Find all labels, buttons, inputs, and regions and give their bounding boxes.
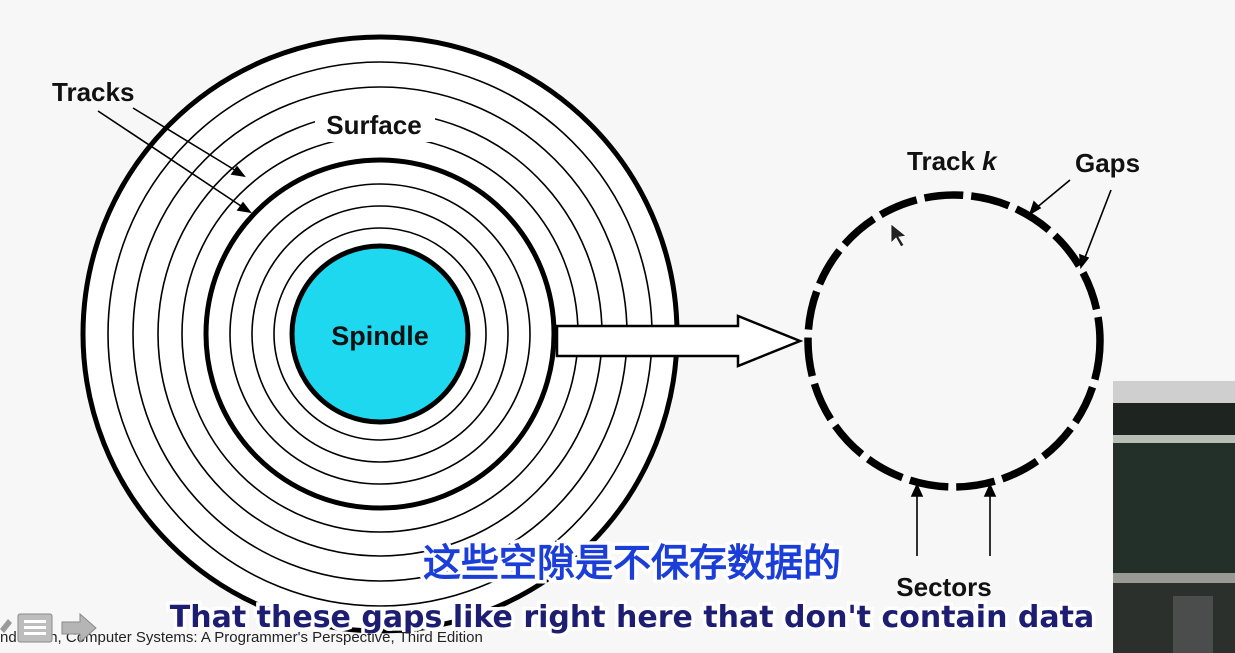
subtitle-english: That these gaps like right here that don… [170,600,1094,635]
tracks-label: Tracks [52,77,134,107]
spindle [289,243,471,425]
pen-icon[interactable] [0,611,16,645]
surface-label: Surface [326,110,421,140]
tracks-arrows [97,107,252,214]
menu-icon[interactable] [16,611,54,645]
gaps-label: Gaps [1075,148,1140,178]
footer-citation: nd llaron, Computer Systems: A Programme… [0,629,483,646]
surface-label-bg [315,106,435,142]
next-arrow-icon[interactable] [60,611,100,645]
track-k-ring [804,191,1104,491]
gaps-arrows [1028,179,1112,270]
track-k-label: Track k [907,146,998,176]
subtitle-chinese: 这些空隙是不保存数据的 [423,541,841,585]
zoom-arrow [555,314,804,368]
spindle-label: Spindle [331,321,429,351]
sectors-arrows [910,483,997,556]
sectors-label: Sectors [896,572,991,602]
mouse-cursor-icon [890,223,907,248]
webcam-overlay [1113,381,1235,653]
